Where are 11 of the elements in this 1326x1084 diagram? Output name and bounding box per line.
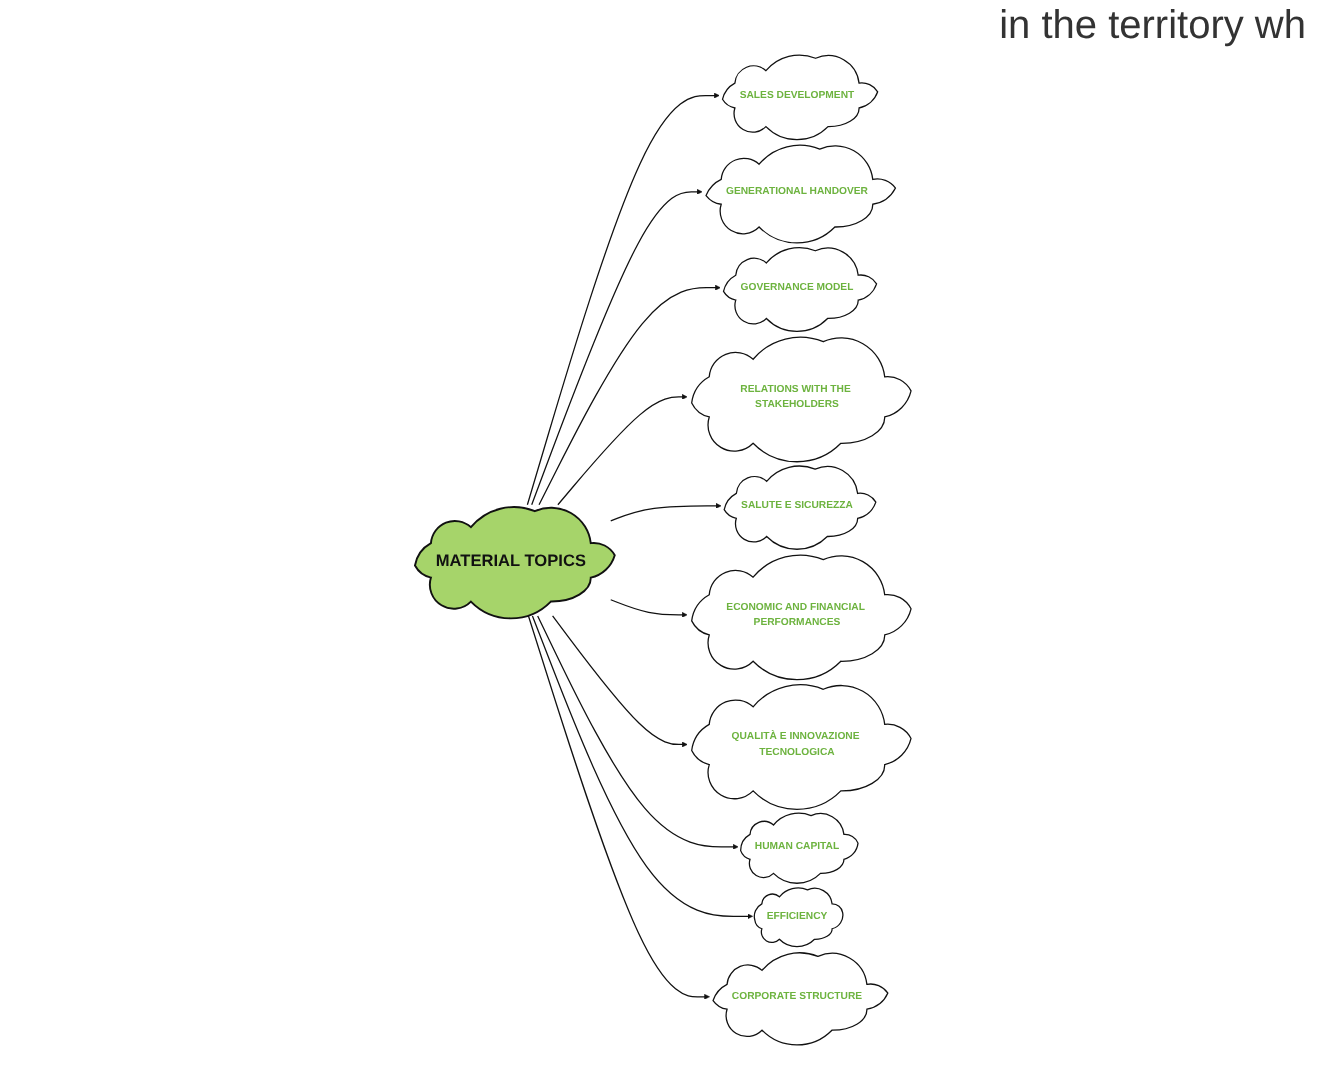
arrow (527, 615, 710, 1000)
arrow (610, 503, 722, 522)
arrow (531, 615, 753, 920)
arrow (610, 599, 688, 618)
arrow (537, 615, 739, 850)
arrow (557, 394, 688, 506)
arrow (526, 92, 720, 506)
note-text: in the territory wh (999, 4, 1306, 48)
arrow (551, 615, 688, 748)
arrow (538, 284, 721, 506)
arrow (531, 189, 703, 506)
